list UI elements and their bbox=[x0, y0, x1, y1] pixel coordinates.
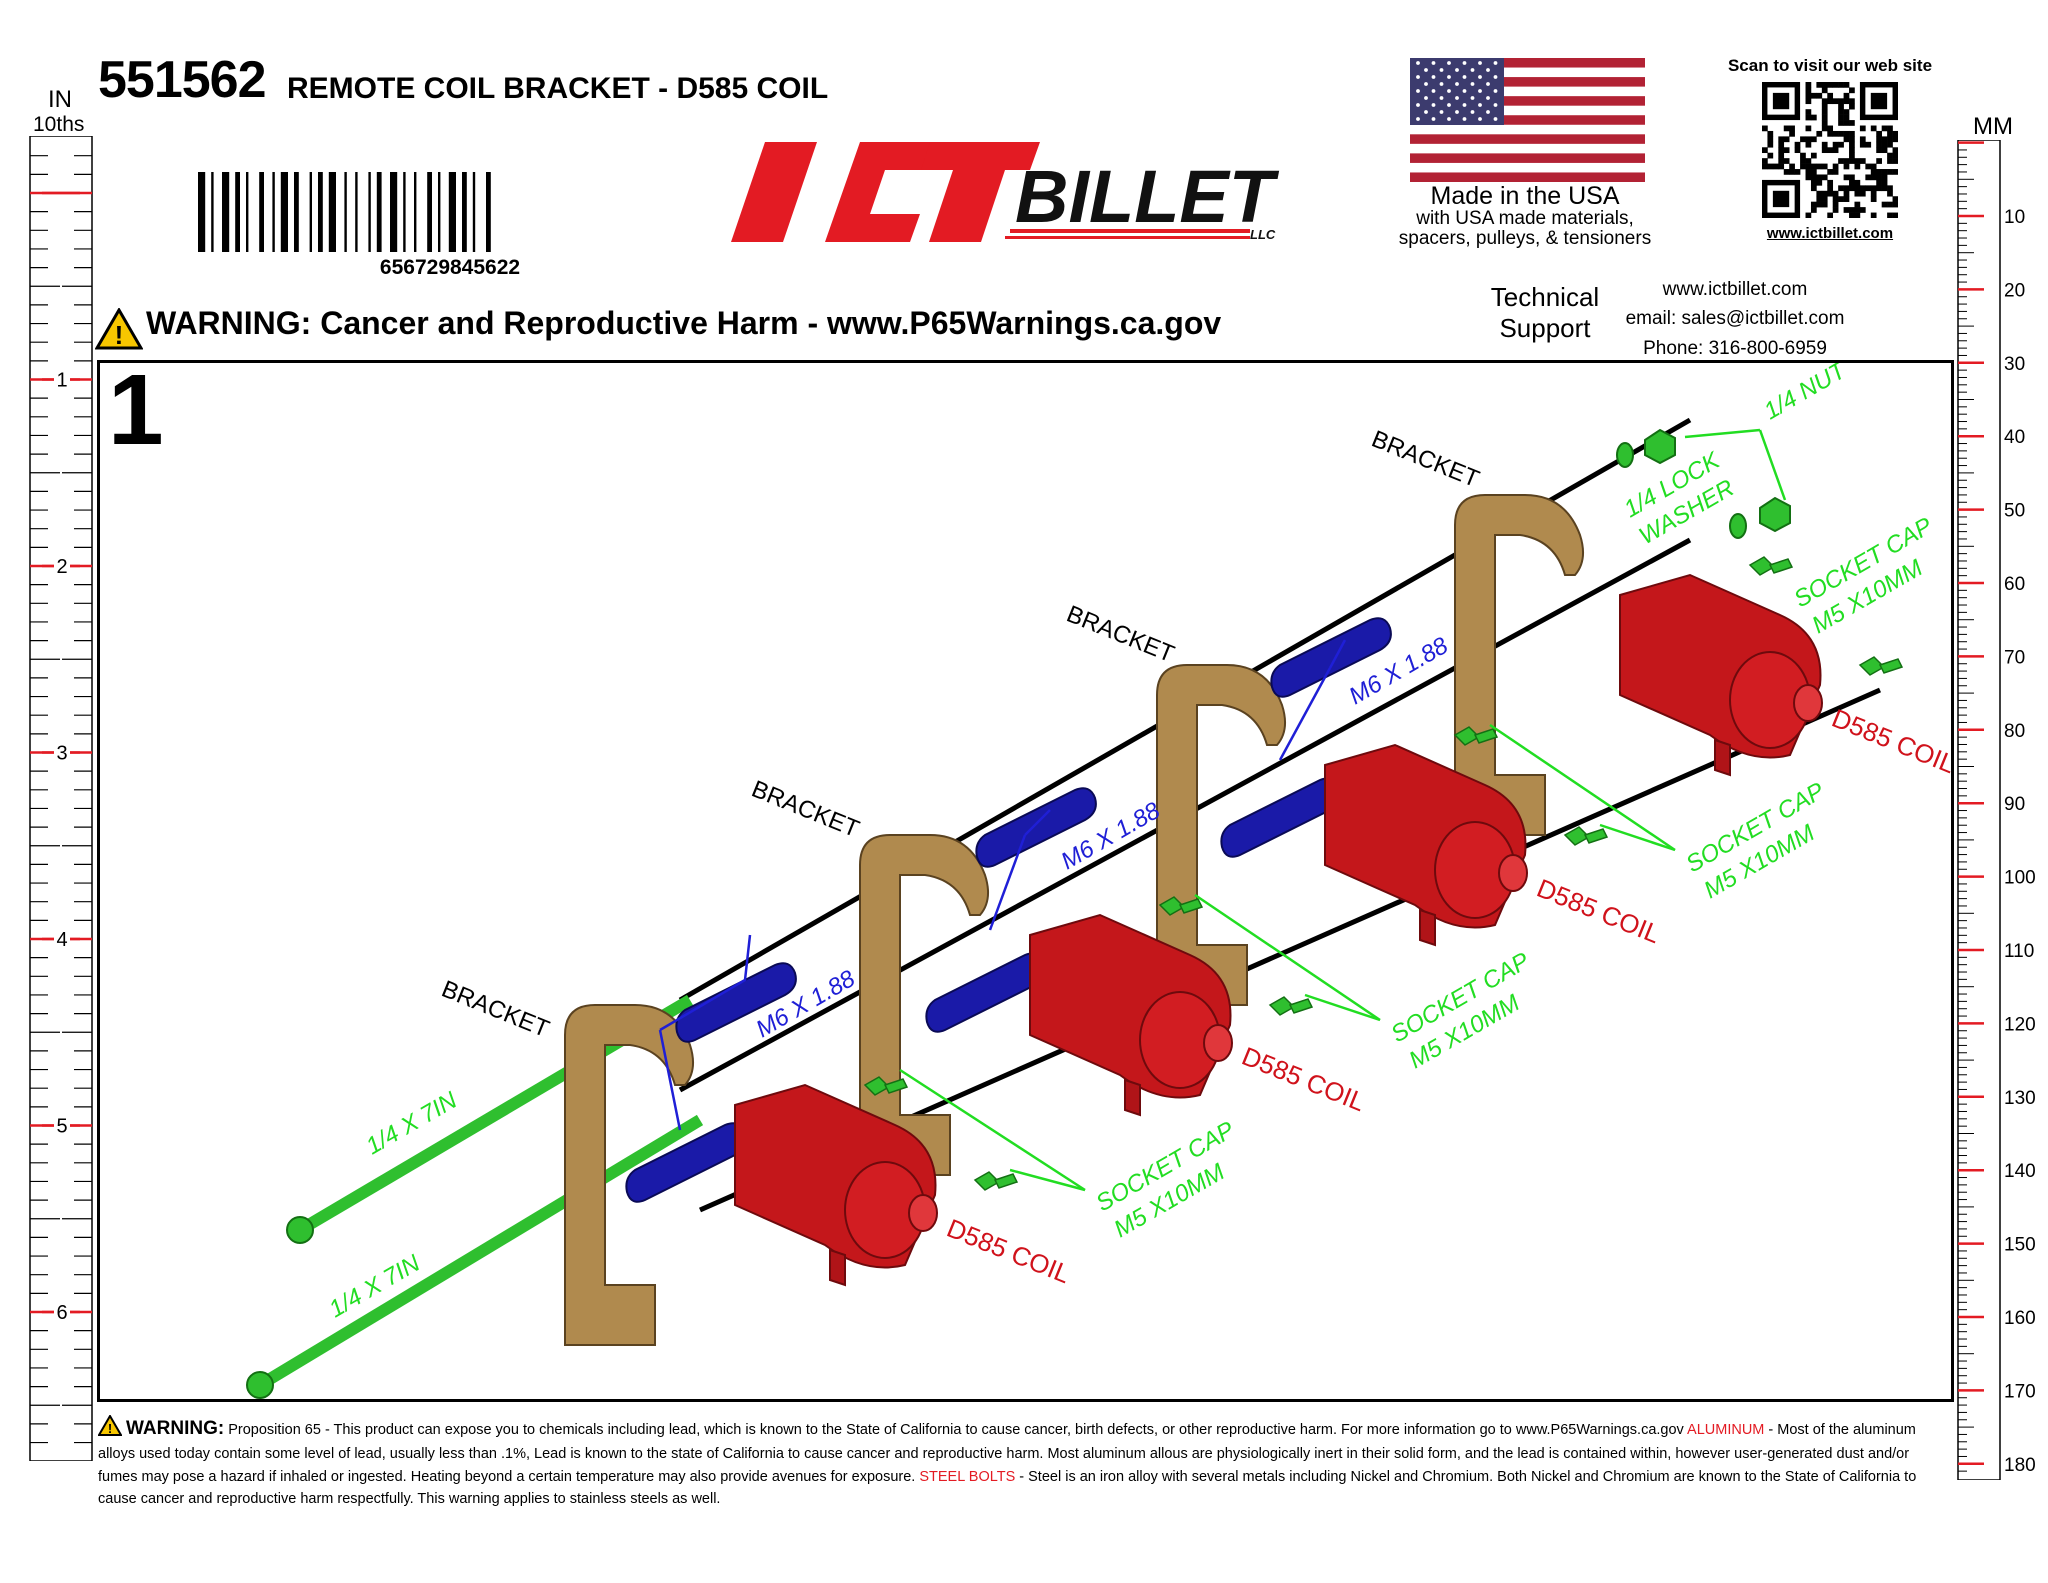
made-in-usa-line1: Made in the USA bbox=[1430, 182, 1620, 210]
ruler-right-tick-label: 20 bbox=[2004, 280, 2025, 301]
coil-label-3: D585 COIL bbox=[1533, 873, 1665, 950]
support-phone: Phone: 316-800-6959 bbox=[1643, 337, 1827, 359]
exploded-assembly-diagram: BRACKET BRACKET BRACKET BRACKET D585 COI… bbox=[246, 363, 1951, 1399]
coil-label-1: D585 COIL bbox=[943, 1213, 1075, 1290]
prop65-warning-banner: WARNING: Cancer and Reproductive Harm - … bbox=[146, 305, 1222, 341]
ruler-right-tick-label: 10 bbox=[2004, 207, 2025, 228]
coil-label-4: D585 COIL bbox=[1828, 703, 1951, 780]
bracket-label-4: BRACKET bbox=[1368, 426, 1484, 494]
ruler-right-tick-label: 30 bbox=[2004, 354, 2025, 375]
footer-warning: ! WARNING: Proposition 65 - This product… bbox=[97, 1414, 1928, 1511]
footer-text-steel: - Steel is an iron alloy with several me… bbox=[98, 1468, 1917, 1508]
made-in-usa-line3: spacers, pulleys, & tensioners bbox=[1398, 228, 1652, 250]
ruler-left-tick-label: 5 bbox=[56, 1116, 67, 1138]
bracket-label-1: BRACKET bbox=[438, 976, 554, 1044]
ict-billet-logo: BILLET LLC bbox=[731, 142, 1280, 242]
ruler-right-tick-label: 80 bbox=[2004, 721, 2025, 742]
ruler-left-tick-label: 4 bbox=[56, 929, 67, 951]
step-number: 1 bbox=[108, 354, 164, 466]
ruler-right-tick-label: 50 bbox=[2004, 501, 2025, 522]
footer-warning-icon: ! bbox=[97, 1414, 123, 1436]
made-in-usa: Made in the USA with USA made materials,… bbox=[1385, 183, 1665, 249]
ruler-left-tick-label: 2 bbox=[56, 556, 67, 578]
ruler-left-tick-label: 1 bbox=[56, 370, 67, 392]
ruler-left-unit: IN bbox=[48, 86, 72, 113]
ruler-right-tick-label: 110 bbox=[2004, 941, 2034, 962]
ruler-right-unit: MM bbox=[1973, 113, 2013, 140]
us-flag-icon bbox=[1410, 58, 1645, 182]
ruler-right-tick-label: 40 bbox=[2004, 427, 2025, 448]
qr-code-icon[interactable] bbox=[1762, 82, 1898, 218]
ruler-right-tick-label: 150 bbox=[2004, 1235, 2036, 1256]
support-email[interactable]: email: sales@ictbillet.com bbox=[1625, 308, 1845, 330]
ruler-right-tick-label: 160 bbox=[2004, 1308, 2036, 1329]
footer-steel-label: STEEL BOLTS bbox=[919, 1468, 1016, 1485]
barcode bbox=[198, 172, 491, 252]
ruler-right-tick-label: 60 bbox=[2004, 574, 2025, 595]
technical-support-label: Technical Support bbox=[1485, 282, 1605, 344]
upc-number: 656729845622 bbox=[379, 256, 521, 279]
diagram-frame bbox=[97, 360, 1954, 1402]
bracket-label-3: BRACKET bbox=[1063, 601, 1179, 669]
product-title: REMOTE COIL BRACKET - D585 COIL bbox=[287, 72, 829, 105]
footer-aluminum-label: ALUMINUM bbox=[1687, 1422, 1765, 1438]
warning-triangle-icon: ! bbox=[94, 307, 144, 355]
ruler-right-tick-label: 90 bbox=[2004, 794, 2025, 815]
contact-info: www.ictbillet.com email: sales@ictbillet… bbox=[1600, 275, 1870, 363]
logo-billet-text: BILLET bbox=[1015, 155, 1280, 238]
support-label-line2: Support bbox=[1499, 313, 1591, 344]
qr-caption: Scan to visit our web site bbox=[1727, 56, 1933, 75]
qr-url-link[interactable]: www.ictbillet.com bbox=[1766, 225, 1894, 242]
ruler-left-tick-label: 6 bbox=[56, 1302, 67, 1324]
ruler-right-tick-label: 180 bbox=[2004, 1455, 2036, 1476]
ruler-right-tick-label: 170 bbox=[2004, 1381, 2036, 1402]
bracket-label-2: BRACKET bbox=[748, 776, 864, 844]
footer-text-prop65: Proposition 65 - This product can expose… bbox=[228, 1422, 1684, 1438]
ruler-right-tick-label: 100 bbox=[2004, 868, 2036, 889]
ruler-right-tick-label: 130 bbox=[2004, 1088, 2036, 1109]
ruler-right: 10 20 30 40 50 60 70 80 90 100 110 120 130 140 150 160 1… bbox=[1957, 140, 2036, 1480]
nut-label: 1/4 NUT bbox=[1760, 363, 1853, 425]
ruler-left-sub: 10ths bbox=[33, 113, 85, 136]
ruler-right-tick-label: 140 bbox=[2004, 1161, 2036, 1182]
support-label-line1: Technical bbox=[1490, 282, 1600, 312]
part-number: 551562 bbox=[98, 51, 267, 109]
ruler-right-tick-label: 70 bbox=[2004, 647, 2025, 668]
svg-text:!: ! bbox=[108, 1421, 112, 1436]
svg-text:!: ! bbox=[115, 320, 124, 350]
coil-label-2: D585 COIL bbox=[1238, 1041, 1370, 1118]
footer-warning-label: WARNING: bbox=[126, 1418, 225, 1439]
ruler-right-tick-label: 120 bbox=[2004, 1014, 2036, 1035]
ruler-left: 1 2 3 4 5 6 bbox=[29, 136, 93, 1461]
svg-text:LLC: LLC bbox=[1250, 227, 1276, 242]
ruler-left-tick-label: 3 bbox=[56, 743, 67, 765]
made-in-usa-line2: with USA made materials, bbox=[1416, 208, 1634, 230]
footer-text-aluminum: - Most of the aluminum alloys used today… bbox=[98, 1422, 1916, 1485]
support-website[interactable]: www.ictbillet.com bbox=[1662, 279, 1808, 300]
